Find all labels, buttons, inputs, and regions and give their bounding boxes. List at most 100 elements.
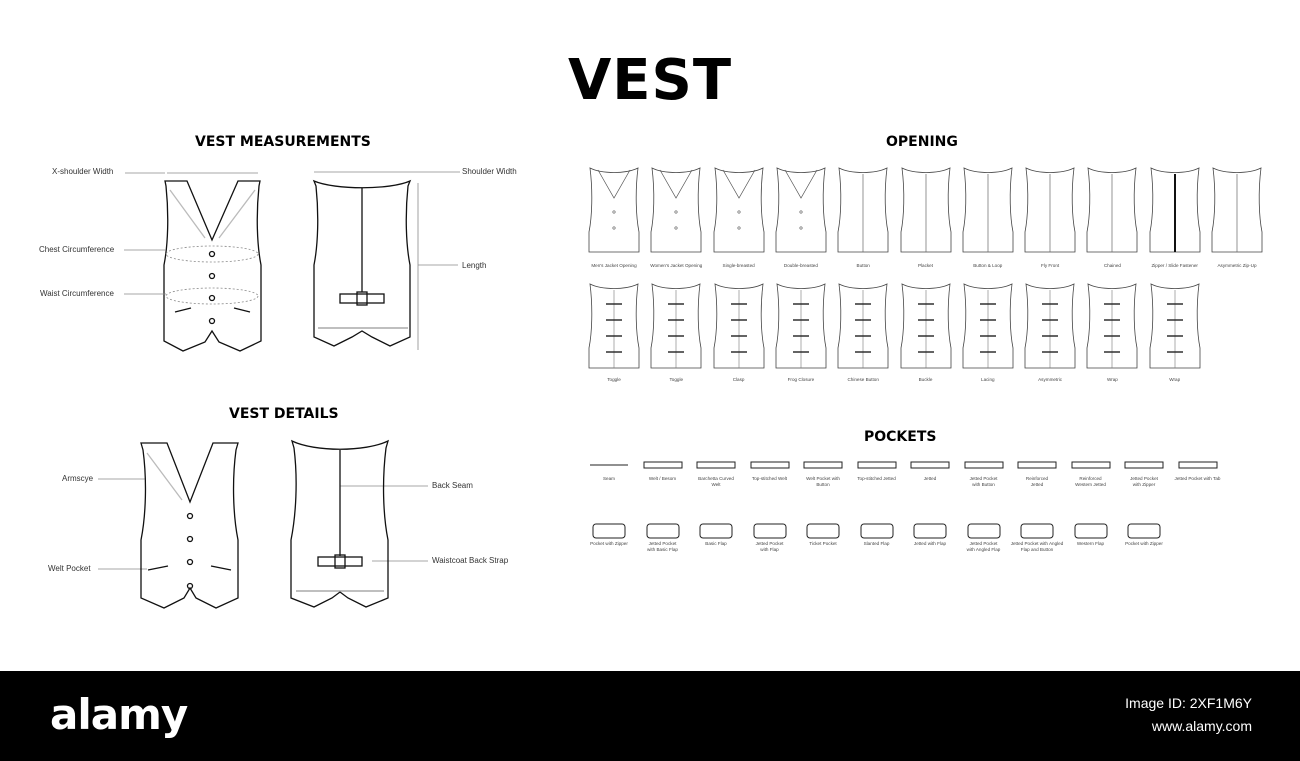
- pocket-icon-1-2: [696, 461, 736, 469]
- pocket-icon-1-6: [910, 461, 950, 469]
- opening-label: Clasp: [732, 377, 745, 382]
- pocket-label-line: Ticket Pocket: [809, 541, 837, 546]
- pocket-icon-2-9: [1074, 523, 1107, 539]
- pocket-label-line: Jetted with Flap: [913, 541, 947, 546]
- pocket-label-line: Reinforced: [1079, 476, 1102, 481]
- pocket-icon-2-0: [592, 523, 626, 539]
- pocket-icon-2-6: [913, 523, 947, 539]
- pocket-label-line: Welt Pocket with: [806, 476, 840, 481]
- opening-label: Men's Jacket Opening: [591, 263, 637, 268]
- welt-pocket-label: Welt Pocket: [48, 564, 91, 573]
- opening-heading: OPENING: [886, 134, 958, 150]
- back-seam-label: Back Seam: [432, 481, 473, 490]
- pocket-label-line: Welt: [711, 481, 721, 487]
- pocket-label-line: Slanted Flap: [863, 541, 890, 546]
- pocket-label-line: Jetted Pocket with Tab: [1174, 476, 1221, 481]
- opening-vest-1-4: [837, 167, 889, 253]
- opening-label: Wrap: [1169, 377, 1181, 382]
- footer-bar: [0, 671, 1300, 761]
- brand-logo: alamy: [50, 690, 188, 739]
- pocket-label-line: Jetted: [1030, 481, 1044, 487]
- opening-label: Fly Front: [1041, 263, 1060, 268]
- opening-label: Lacing: [981, 377, 995, 382]
- opening-label: Buckle: [918, 377, 933, 382]
- opening-label: Placket: [917, 263, 934, 268]
- pocket-label: Top-stitched Welt: [738, 476, 802, 482]
- pocket-label-line: Western Flap: [1076, 541, 1105, 546]
- pocket-label-line: Jetted Pocket: [969, 541, 998, 546]
- pocket-icon-2-2: [699, 523, 733, 539]
- pocket-icon-1-8: [1017, 461, 1057, 469]
- opening-label: Toggle: [669, 377, 684, 382]
- opening-label: Double-breasted: [783, 263, 818, 268]
- details-heading: VEST DETAILS: [229, 406, 339, 422]
- opening-vest-2-9: [1149, 283, 1201, 369]
- pocket-label-line: Western Jetted: [1075, 481, 1106, 487]
- pocket-label-line: Pocket with Zipper: [1125, 541, 1163, 546]
- opening-label: Single-breasted: [722, 263, 755, 268]
- page-title: VEST: [567, 48, 733, 113]
- pocket-label-line: Button: [816, 481, 830, 487]
- opening-label: Asymmetric: [1038, 377, 1063, 382]
- pocket-label-line: Jetted: [923, 476, 937, 481]
- pocket-icon-1-9: [1071, 461, 1110, 469]
- opening-label: Frog Closure: [787, 377, 815, 382]
- opening-vest-2-8: [1086, 283, 1138, 369]
- pocket-label-line: Welt / Besom: [648, 476, 677, 481]
- site-url: www.alamy.com: [1151, 718, 1252, 734]
- opening-label: Toggle: [607, 377, 621, 382]
- pocket-label: Jetted: [898, 476, 962, 482]
- pocket-icon-1-10: [1124, 461, 1164, 469]
- pocket-label-line: with Zipper: [1132, 481, 1156, 487]
- pocket-icon-2-4: [806, 523, 840, 539]
- pocket-label-line: Top-stitched Welt: [751, 476, 788, 481]
- opening-vest-2-1: [650, 283, 702, 369]
- pocket-icon-2-7: [967, 523, 1000, 539]
- opening-vest-1-1: [650, 167, 702, 253]
- pocket-icon-2-1: [646, 523, 679, 539]
- pocket-label: Pocket with Zipper: [577, 541, 641, 547]
- pocket-label-line: Barchetta Curved: [698, 476, 734, 481]
- measurements-heading: VEST MEASUREMENTS: [195, 134, 371, 150]
- front-vest-outline: [163, 180, 262, 352]
- opening-vest-2-0: [588, 283, 640, 369]
- pocket-label: Pocket with Zipper: [1112, 541, 1176, 547]
- pocket-label-line: with Basic Flap: [647, 546, 678, 552]
- opening-vest-1-8: [1086, 167, 1138, 253]
- pocket-icon-2-3: [753, 523, 786, 539]
- opening-label: Women's Jacket Opening: [650, 263, 703, 268]
- pocket-icon-1-5: [857, 461, 896, 469]
- chest-label: Chest Circumference: [39, 245, 115, 254]
- opening-vest-2-3: [775, 283, 827, 369]
- opening-label: Asymmetric Zip-Up: [1217, 263, 1257, 268]
- pocket-label-line: Jetted Pocket: [1130, 476, 1158, 481]
- pocket-icon-1-1: [643, 461, 682, 469]
- opening-label: Button: [856, 263, 870, 268]
- opening-vest-1-2: [713, 167, 764, 253]
- opening-label: Chained: [1103, 263, 1121, 268]
- opening-vest-1-0: [588, 167, 640, 253]
- opening-vest-2-5: [900, 283, 951, 369]
- pocket-label-line: Jetted Pocket with Angled: [1010, 541, 1064, 546]
- back-vest-outline: [312, 179, 412, 347]
- pocket-label-line: Top-stitched Jetted: [857, 476, 896, 481]
- pocket-icon-1-3: [750, 461, 789, 469]
- pocket-label: Jetted with Flap: [898, 541, 962, 547]
- pocket-label: Seam: [577, 476, 641, 482]
- pocket-label-line: with Flap: [760, 546, 779, 552]
- opening-label: Wrap: [1106, 377, 1118, 382]
- back-strap-label: Waistcoat Back Strap: [432, 556, 509, 565]
- pocket-label-line: Basic Flap: [705, 541, 727, 546]
- opening-vest-1-3: [775, 167, 827, 253]
- details-front-vest: [140, 442, 239, 609]
- opening-vest-1-10: [1211, 167, 1263, 253]
- pocket-label: Western Flap: [1059, 541, 1123, 547]
